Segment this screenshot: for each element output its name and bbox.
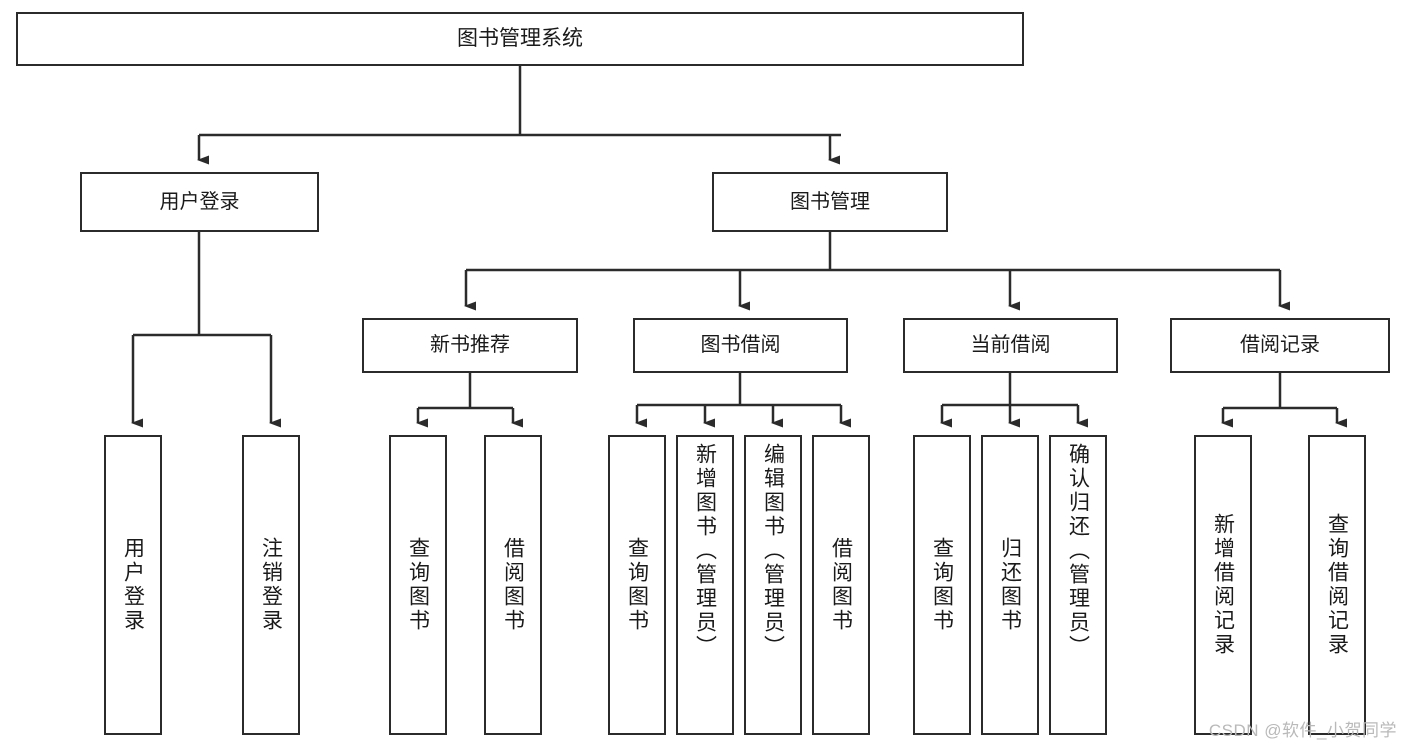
- node-borrow-record[interactable]: 借阅记录: [1170, 318, 1390, 373]
- node-label: 新书推荐: [430, 334, 510, 356]
- leaf-borrow-query-book[interactable]: 查询图书: [608, 435, 666, 735]
- node-current-borrow[interactable]: 当前借阅: [903, 318, 1118, 373]
- leaf-user-login-logout[interactable]: 注销登录: [242, 435, 300, 735]
- node-label: 注销登录: [259, 537, 283, 633]
- node-label: 图书借阅: [700, 334, 781, 356]
- node-label: 新增图书（管理员）: [693, 443, 717, 659]
- leaf-record-add-record[interactable]: 新增借阅记录: [1194, 435, 1252, 735]
- node-label: 用户登录: [121, 537, 145, 633]
- node-label: 借阅图书: [829, 537, 853, 633]
- node-label: 当前借阅: [970, 334, 1051, 356]
- node-label: 编辑图书（管理员）: [761, 443, 785, 659]
- node-label: 借阅图书: [501, 537, 525, 633]
- leaf-recommend-borrow-book[interactable]: 借阅图书: [484, 435, 542, 735]
- node-label: 确认归还（管理员）: [1066, 443, 1090, 659]
- watermark-text: CSDN @软件_小贺同学: [1208, 721, 1397, 740]
- node-book-management[interactable]: 图书管理: [712, 172, 948, 232]
- node-user-login[interactable]: 用户登录: [80, 172, 319, 232]
- node-label: 查询借阅记录: [1325, 513, 1349, 657]
- node-label: 查询图书: [406, 537, 430, 633]
- leaf-user-login-login[interactable]: 用户登录: [104, 435, 162, 735]
- node-new-book-recommend[interactable]: 新书推荐: [362, 318, 578, 373]
- node-root-system[interactable]: 图书管理系统: [16, 12, 1024, 66]
- node-label: 查询图书: [625, 537, 649, 633]
- leaf-current-query-book[interactable]: 查询图书: [913, 435, 971, 735]
- node-book-borrow[interactable]: 图书借阅: [633, 318, 848, 373]
- node-label: 图书管理系统: [457, 26, 583, 50]
- node-label: 查询图书: [930, 537, 954, 633]
- node-label: 归还图书: [998, 537, 1022, 633]
- leaf-borrow-add-book-admin[interactable]: 新增图书（管理员）: [676, 435, 734, 735]
- leaf-borrow-borrow-book[interactable]: 借阅图书: [812, 435, 870, 735]
- leaf-current-return-book[interactable]: 归还图书: [981, 435, 1039, 735]
- leaf-record-query-record[interactable]: 查询借阅记录: [1308, 435, 1366, 735]
- leaf-recommend-query-book[interactable]: 查询图书: [389, 435, 447, 735]
- node-label: 新增借阅记录: [1211, 513, 1235, 657]
- leaf-borrow-edit-book-admin[interactable]: 编辑图书（管理员）: [744, 435, 802, 735]
- node-label: 用户登录: [159, 190, 240, 213]
- leaf-current-confirm-return-admin[interactable]: 确认归还（管理员）: [1049, 435, 1107, 735]
- node-label: 借阅记录: [1240, 334, 1320, 356]
- node-label: 图书管理: [790, 190, 870, 213]
